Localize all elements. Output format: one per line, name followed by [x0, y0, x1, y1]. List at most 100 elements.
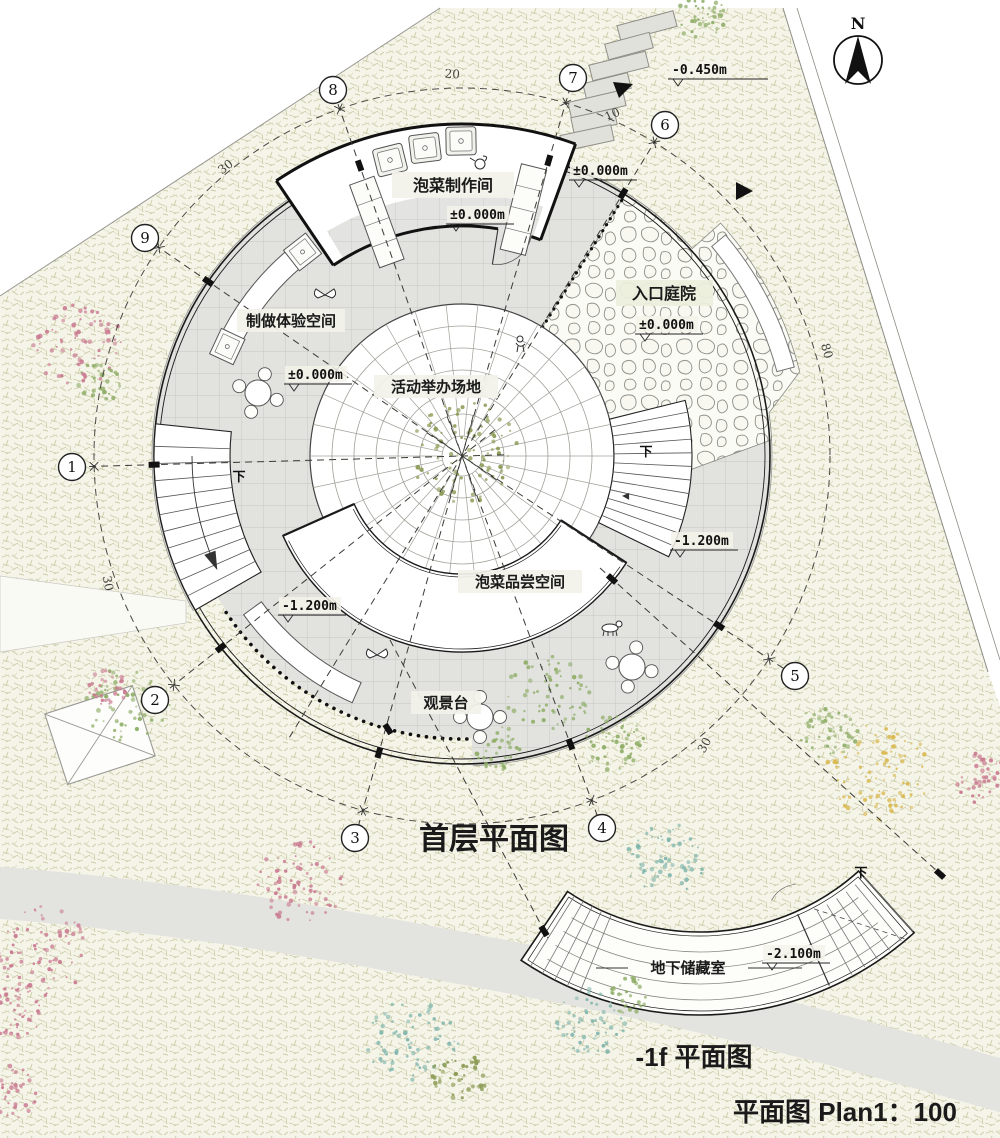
counter	[499, 163, 548, 256]
grid-axis-line	[337, 103, 477, 496]
grid-bubble-label: 4	[597, 819, 607, 837]
bench-courtyard	[710, 234, 795, 373]
elevation-value: ±0.000m	[573, 164, 628, 179]
tree	[585, 715, 646, 772]
entry-marker-north	[613, 82, 633, 98]
west-footpath	[0, 575, 187, 653]
room-label-pickle-tasting: 泡菜品尝空间	[475, 573, 565, 591]
grid-bubble-label: 6	[660, 116, 670, 134]
dimension-text-arc_30_w: 30	[100, 575, 116, 592]
butterfly-figure	[365, 648, 389, 659]
basement-storage-room	[519, 869, 916, 1016]
elevation-marker-top_path: -0.450m	[668, 61, 768, 87]
grid-bubble	[587, 813, 617, 843]
stair-west	[153, 423, 262, 611]
elevation-value: -0.450m	[672, 63, 727, 78]
tree	[678, 0, 726, 39]
axis-anchor	[544, 154, 554, 167]
title-scale: 平面图 Plan1：100	[733, 1097, 957, 1127]
elevation-marker-courtyard: ±0.000m	[635, 316, 703, 342]
elevation-marker-pickle_room: ±0.000m	[446, 206, 514, 232]
tree	[76, 362, 122, 401]
tree	[825, 724, 927, 822]
grid-bubble	[140, 685, 170, 715]
tree	[474, 726, 522, 772]
elevation-marker-experience: ±0.000m	[284, 366, 352, 392]
room-label-viewing-platform: 观景台	[423, 694, 468, 712]
sink	[445, 126, 477, 156]
axis-anchor	[354, 159, 365, 172]
tree	[0, 905, 85, 997]
grid-axis-line	[156, 245, 497, 481]
tree	[955, 751, 1000, 804]
grid-bubble	[318, 75, 348, 105]
axis-anchor	[712, 620, 726, 632]
tree	[0, 987, 41, 1040]
stair-east	[597, 399, 693, 558]
elevation-marker-entry_north: ±0.000m	[569, 162, 637, 188]
entry-marker-east	[736, 182, 753, 200]
north-arrow-needle	[845, 36, 871, 84]
label-bg	[392, 172, 514, 198]
tree	[0, 1063, 38, 1119]
elevation-value: ±0.000m	[450, 208, 505, 223]
elevation-marker-tasting_east: -1.200m	[670, 532, 738, 558]
titles: 首层平面图 -1f 平面图 平面图 Plan1：100	[419, 823, 957, 1127]
grid-bubble	[650, 110, 680, 140]
axis-anchor	[617, 187, 629, 200]
projection-line	[389, 639, 549, 939]
room-label-event-ground: 活动举办场地	[391, 378, 481, 396]
elevation-value: -1.200m	[282, 599, 337, 614]
tree	[415, 402, 519, 503]
stepping-stone	[588, 50, 650, 82]
bench-viewing	[242, 601, 362, 704]
door-swing	[492, 236, 532, 265]
axis-anchor	[382, 722, 394, 736]
room-label-basement-storage: 地下储藏室	[650, 959, 725, 977]
label-bg	[616, 280, 713, 306]
projection-line	[599, 567, 948, 881]
tree	[87, 668, 128, 705]
sink	[408, 132, 442, 164]
dotted-courtyard-edge	[540, 193, 627, 329]
axis-circle	[93, 87, 831, 825]
axis-anchor	[374, 746, 384, 759]
dimension-text-arc_80_e: 80	[818, 342, 836, 361]
tree	[256, 840, 344, 922]
axis-anchor	[933, 868, 947, 880]
title-floor1: 首层平面图	[419, 823, 569, 856]
room-label-pickle-making: 泡菜制作间	[413, 176, 493, 195]
stair-down-label-basement: 下	[854, 865, 867, 880]
tree	[610, 975, 647, 1014]
grid-bubble	[340, 823, 370, 853]
basement-door-swing	[771, 883, 796, 901]
label-bg	[458, 570, 582, 593]
grid-bubble	[57, 452, 87, 482]
tree	[430, 1055, 487, 1101]
room-labels: 泡菜制作间 入口庭院 制做体验空间 活动举办场地 泡菜品尝空间 观景台 地下储藏…	[232, 172, 868, 977]
axis-anchor	[565, 738, 576, 751]
grid-bubble-label: 1	[67, 458, 77, 476]
grid-axis-line	[289, 136, 659, 738]
title-basement: -1f 平面图	[635, 1042, 752, 1072]
pavilion	[44, 684, 156, 786]
tree	[554, 986, 628, 1054]
grid-bubble-label: 7	[568, 69, 578, 87]
stair-down-label-right: 下	[639, 444, 652, 459]
axis-anchor	[605, 573, 619, 585]
annotations: -0.450m ±0.000m ±0.000m ±0.000m ±0.000m -1.20…	[100, 61, 836, 971]
label-bg	[374, 375, 498, 398]
dimension-text-arc_20: 20	[444, 66, 460, 81]
grid-bubble-label: 2	[150, 691, 160, 709]
elevation-marker-platform_west: -1.200m	[278, 597, 346, 623]
elevation-value: -2.100m	[766, 947, 821, 962]
elevation-value: -1.200m	[674, 534, 729, 549]
tree	[799, 707, 860, 759]
grid-bubble	[130, 223, 160, 253]
grid-bubble-label: 8	[328, 81, 338, 99]
label-bg	[237, 309, 345, 332]
axis-anchor	[201, 275, 215, 288]
